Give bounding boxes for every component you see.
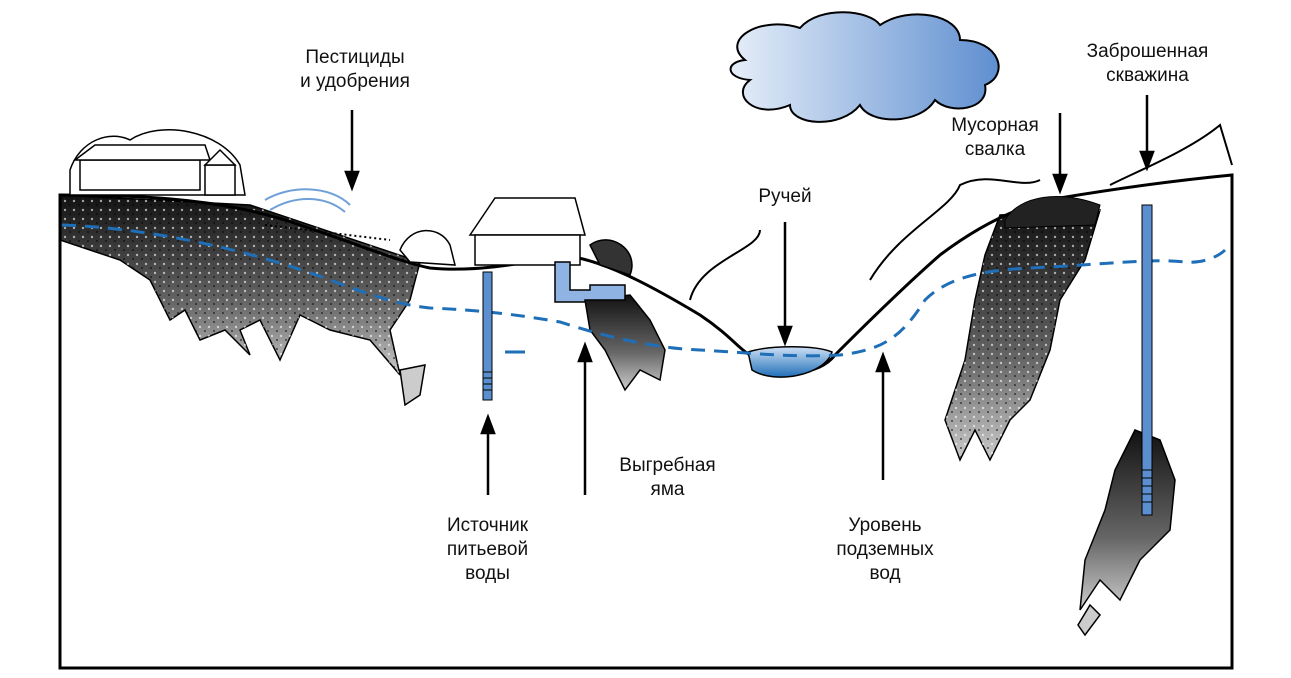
label-line: питьевой	[446, 539, 529, 560]
label-line: подземных	[836, 539, 934, 560]
label-drinking-source: Источник питьевой воды	[420, 514, 555, 586]
label-line: вод	[869, 563, 901, 584]
label-stream: Ручей	[735, 185, 835, 209]
label-line: воды	[465, 563, 510, 584]
label-abandoned-well: Заброшенная скважина	[1065, 40, 1230, 88]
label-line: Выгребная	[619, 455, 716, 476]
label-landfill: Мусорная свалка	[935, 114, 1055, 162]
farmhouse	[69, 129, 246, 196]
label-line: Пестициды	[305, 47, 405, 68]
groundwater-line	[61, 223, 1227, 358]
label-pesticides: Пестициды и удобрения	[280, 46, 430, 94]
label-groundwater-level: Уровень подземных вод	[810, 514, 960, 586]
label-line: Мусорная	[951, 115, 1039, 136]
cloud	[729, 11, 1000, 123]
landfill-heap	[1004, 196, 1101, 229]
label-line: Ручей	[758, 186, 812, 207]
arrows	[344, 95, 1155, 495]
label-cesspit: Выгребная яма	[600, 454, 735, 502]
stream-water	[747, 346, 833, 378]
sprinkler-spray	[264, 188, 351, 213]
label-line: яма	[650, 479, 685, 500]
label-line: Заброшенная	[1086, 41, 1209, 62]
label-line: скважина	[1106, 65, 1189, 86]
label-line: и удобрения	[300, 71, 410, 92]
drinking-well	[482, 271, 493, 401]
abandoned-well	[1141, 204, 1153, 516]
label-line: свалка	[964, 139, 1026, 160]
label-line: Источник	[446, 515, 529, 536]
house	[399, 197, 633, 276]
cesspit-tank	[554, 261, 626, 303]
label-line: Уровень	[848, 515, 922, 536]
